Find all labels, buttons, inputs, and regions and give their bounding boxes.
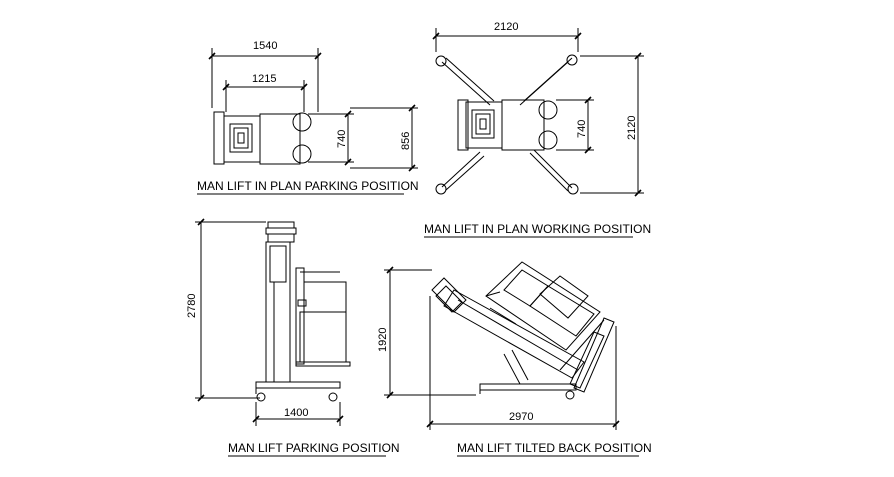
dim-1540: 1540	[253, 40, 277, 52]
dim-2970: 2970	[509, 411, 533, 423]
dim-740-a: 740	[336, 130, 348, 148]
dim-856: 856	[400, 132, 412, 150]
plan-parking-view: 1540 1215 740 856 MAN LIFT IN PLAN PARKI…	[197, 40, 419, 195]
caption-plan-parking: MAN LIFT IN PLAN PARKING POSITION	[197, 179, 419, 193]
dim-1400: 1400	[284, 407, 308, 419]
dim-1215: 1215	[252, 73, 276, 85]
caption-tilted: MAN LIFT TILTED BACK POSITION	[457, 441, 652, 455]
parking-elevation-view: 2780 1400 MAN LIFT PARKING POSITION	[186, 218, 400, 457]
dim-2780: 2780	[186, 294, 198, 318]
dim-740-b: 740	[576, 120, 588, 138]
dim-2120-top: 2120	[494, 21, 518, 33]
caption-plan-working: MAN LIFT IN PLAN WORKING POSITION	[424, 222, 651, 236]
dim-1920: 1920	[377, 328, 389, 352]
plan-working-view: 2120 740 2120 MAN LIFT IN PLAN WORKING P…	[424, 21, 651, 238]
tilted-back-view: 1920 2970 MAN LIFT TILTED BACK POSITION	[377, 261, 652, 457]
caption-parking: MAN LIFT PARKING POSITION	[228, 441, 400, 455]
dim-2120-right: 2120	[626, 116, 638, 140]
